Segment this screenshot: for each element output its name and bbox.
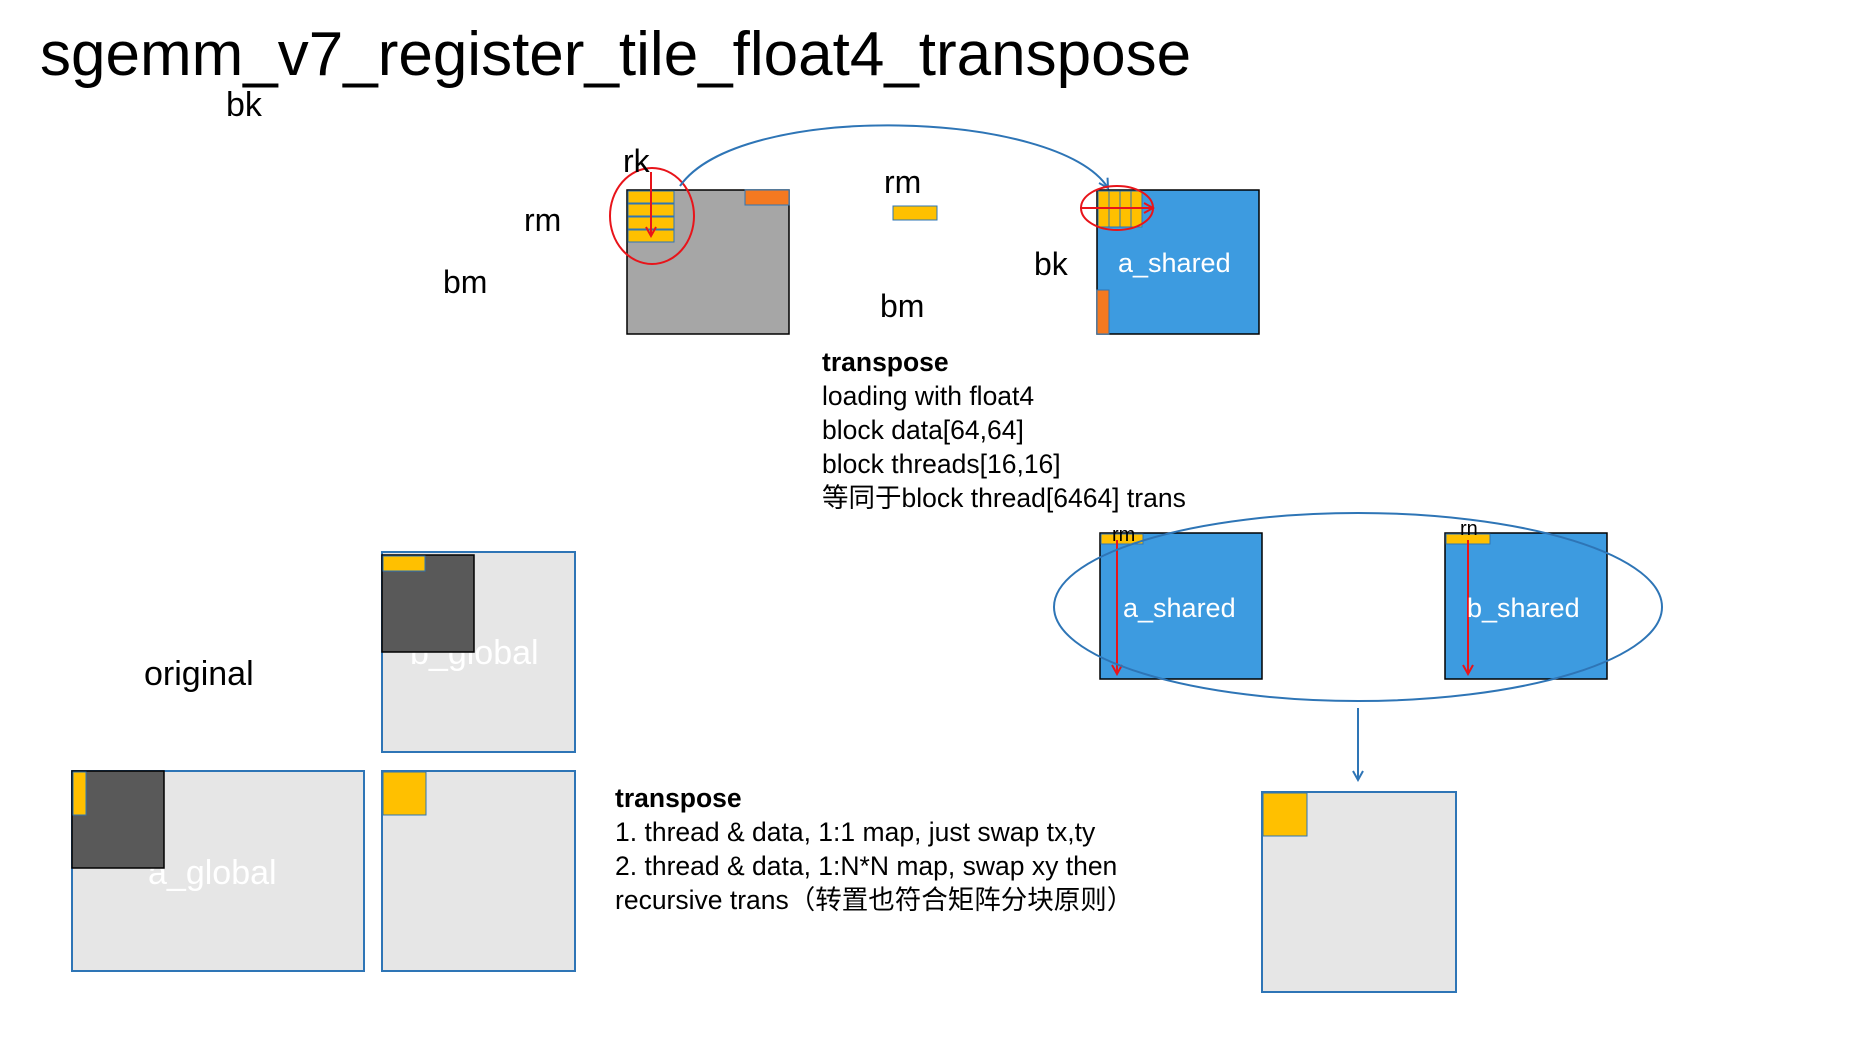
rm-label-mid: rm	[884, 164, 921, 200]
lower-note: transpose 1. thread & data, 1:1 map, jus…	[615, 781, 1133, 917]
orange-row-strip	[744, 189, 790, 206]
bm-label-left: bm	[443, 264, 487, 300]
rm-float4-bar	[892, 205, 938, 221]
lower-note-line-3: recursive trans（转置也符合矩阵分块原则）	[615, 885, 1134, 915]
orange-column-strip	[1096, 289, 1110, 335]
upper-note-line-2: block data[64,64]	[822, 415, 1024, 445]
page-title: sgemm_v7_register_tile_float4_transpose	[40, 20, 1191, 89]
rm-small-label: rm	[1112, 524, 1135, 546]
a-shared-rm-bar	[1100, 533, 1144, 545]
c-global-yellow-tile	[382, 771, 427, 816]
rn-small-label: rn	[1460, 518, 1478, 540]
a-global-dark-tile	[71, 770, 165, 869]
a-global-label: a_global	[148, 854, 277, 892]
shared-pair-ellipse	[1053, 512, 1663, 702]
original-label: original	[144, 655, 254, 693]
b-shared-label: b_shared	[1467, 593, 1580, 623]
upper-note: transpose loading with float4 block data…	[822, 345, 1186, 515]
a-shared-red-circle	[1080, 185, 1154, 231]
a-global-yellow-bar	[72, 771, 87, 816]
rk-red-circle	[609, 167, 695, 265]
b-shared-block	[1444, 532, 1608, 680]
upper-note-heading: transpose	[822, 347, 949, 377]
b-global-yellow-bar	[382, 555, 426, 572]
a-shared-block-bottom	[1099, 532, 1263, 680]
upper-note-line-4: 等同于block thread[6464] trans	[822, 483, 1186, 513]
a-shared-label-bottom: a_shared	[1123, 593, 1236, 623]
a-shared-label-top: a_shared	[1118, 248, 1231, 278]
result-yellow-tile	[1262, 792, 1308, 837]
rm-label-left: rm	[524, 202, 561, 238]
lower-note-line-1: 1. thread & data, 1:1 map, just swap tx,…	[615, 817, 1096, 847]
bm-label-mid: bm	[880, 288, 924, 324]
lower-note-heading: transpose	[615, 783, 742, 813]
bk-label-right: bk	[1034, 246, 1069, 282]
transfer-curve	[679, 124, 1108, 188]
upper-note-line-3: block threads[16,16]	[822, 449, 1061, 479]
rk-label: rk	[623, 143, 651, 179]
bk-label-top: bk	[226, 86, 263, 124]
lower-note-line-2: 2. thread & data, 1:N*N map, swap xy the…	[615, 851, 1118, 881]
upper-note-line-1: loading with float4	[822, 381, 1035, 411]
